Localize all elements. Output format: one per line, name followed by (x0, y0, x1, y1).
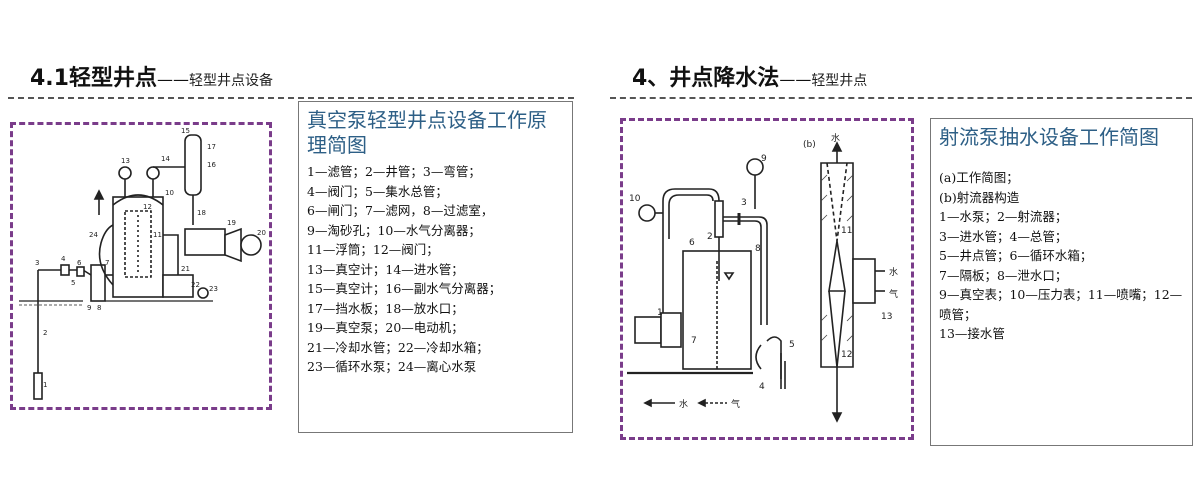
list-item: 9—淘砂孔；10—水气分离器； (307, 222, 481, 238)
label-1: 1 (43, 381, 47, 389)
label-water-bottom: 水 (679, 398, 688, 410)
left-divider (8, 97, 574, 99)
vacuum-pump (184, 228, 226, 256)
label-4: 4 (61, 255, 66, 263)
label-18: 18 (197, 209, 206, 217)
list-item: 13—接水管 (939, 326, 1005, 341)
label-10: 10 (629, 194, 641, 204)
label-20: 20 (257, 229, 266, 237)
label-13: 13 (121, 157, 130, 165)
label-8: 8 (755, 244, 761, 254)
pressure-gauge (638, 204, 656, 222)
label-3: 3 (741, 198, 747, 208)
jet-pump-diagram: (b) 水 水 气 水 气 1 2 3 4 5 6 7 8 9 10 11 12… (627, 132, 898, 423)
main-pipe (723, 216, 768, 325)
inlet-pipe (662, 188, 720, 239)
list-item: 1—水泵；2—射流器； (939, 209, 1068, 224)
right-heading-main: 4、井点降水法 (632, 66, 780, 91)
right-legend-list: (a)工作简图； (b)射流器构造 1—水泵；2—射流器； 3—进水管；4—总管… (939, 168, 1186, 344)
left-heading-sub: 轻型井点设备 (188, 73, 273, 89)
label-3: 3 (35, 259, 39, 267)
left-heading: 4.1轻型井点——轻型井点设备 (30, 60, 273, 92)
label-11: 11 (841, 226, 852, 236)
list-item: 4—阀门；5—集水总管； (307, 183, 448, 199)
list-item: 21—冷却水管；22—冷却水箱； (307, 339, 489, 355)
filter-chamber (90, 264, 106, 302)
list-item: 19—真空泵；20—电动机； (307, 320, 464, 335)
label-16: 16 (207, 161, 216, 169)
list-item: 13—真空计；14—进水管； (307, 261, 464, 277)
list-item: (a)工作简图； (939, 170, 1019, 185)
right-heading: 4、井点降水法——轻型井点 (632, 60, 867, 92)
cooling-water-tank (162, 274, 194, 298)
label-14: 14 (161, 155, 170, 163)
label-b: (b) (803, 140, 816, 150)
electric-motor (240, 234, 262, 256)
label-9: 9 (87, 304, 91, 312)
label-6: 6 (689, 238, 695, 248)
label-13: 13 (881, 312, 892, 322)
label-water-top: 水 (831, 132, 840, 144)
right-divider (610, 97, 1192, 99)
label-2: 2 (43, 329, 47, 337)
label-1: 1 (657, 308, 663, 318)
list-item: 17—挡水板；18—放水口； (307, 300, 464, 316)
label-4: 4 (759, 382, 765, 392)
label-23: 23 (209, 285, 218, 293)
circulation-tank (682, 250, 752, 370)
label-air-side: 气 (889, 288, 898, 300)
left-heading-main: 4.1轻型井点 (30, 66, 157, 91)
label-2: 2 (707, 232, 713, 242)
water-pump (634, 316, 662, 344)
label-5: 5 (789, 340, 795, 350)
list-item: 15—真空计；16—副水气分离器； (307, 281, 502, 296)
right-description-title: 射流泵抽水设备工作简图 (939, 125, 1159, 149)
list-item: 1—滤管；2—井管；3—弯管； (307, 164, 481, 179)
connection-pipe (852, 258, 876, 304)
left-description-title: 真空泵轻型井点设备工作原理简图 (307, 108, 547, 157)
vacuum-pump-wellpoint-diagram: 1 2 3 4 5 6 7 8 9 10 11 12 13 14 15 16 1… (19, 127, 266, 400)
left-figure-frame: 1 2 3 4 5 6 7 8 9 10 11 12 13 14 15 16 1… (10, 122, 272, 410)
jet-ejector (714, 200, 724, 238)
label-5: 5 (71, 279, 75, 287)
left-heading-separator: —— (156, 70, 189, 89)
list-item: 9—真空表；10—压力表；11—喷嘴；12—喷管； (939, 287, 1183, 322)
right-figure-frame: (b) 水 水 气 水 气 1 2 3 4 5 6 7 8 9 10 11 12… (620, 118, 914, 440)
label-air-bottom: 气 (731, 398, 740, 410)
label-7: 7 (105, 259, 109, 267)
label-6: 6 (77, 259, 82, 267)
list-item: 5—井点管；6—循环水箱； (939, 248, 1093, 263)
list-item: (b)射流器构造 (939, 189, 1020, 205)
label-12: 12 (841, 350, 852, 360)
label-7: 7 (691, 336, 697, 346)
right-heading-sub: 轻型井点 (811, 73, 868, 89)
list-item: 11—浮筒；12—阀门； (307, 242, 439, 257)
label-15: 15 (181, 127, 190, 135)
label-8: 8 (97, 304, 101, 312)
label-water-side: 水 (889, 266, 898, 278)
left-description-box: 真空泵轻型井点设备工作原理简图 1—滤管；2—井管；3—弯管； 4—阀门；5—集… (298, 101, 573, 433)
list-item: 3—进水管；4—总管； (939, 228, 1068, 244)
left-legend-list: 1—滤管；2—井管；3—弯管； 4—阀门；5—集水总管； 6—闸门；7—滤网，8… (307, 162, 566, 377)
label-12: 12 (143, 203, 152, 211)
list-item: 6—闸门；7—滤网，8—过滤室， (307, 203, 494, 218)
right-heading-separator: —— (779, 70, 812, 89)
list-item: 7—隔板；8—泄水口； (939, 267, 1068, 283)
label-22: 22 (191, 281, 200, 289)
label-17: 17 (207, 143, 216, 151)
label-11: 11 (153, 231, 162, 239)
label-9: 9 (761, 154, 767, 164)
label-21: 21 (181, 265, 190, 273)
list-item: 23—循环水泵；24—离心水泵 (307, 359, 477, 374)
filter-pipe (33, 372, 43, 400)
label-10: 10 (165, 189, 174, 197)
right-description-box: 射流泵抽水设备工作简图 (a)工作简图； (b)射流器构造 1—水泵；2—射流器… (930, 118, 1193, 446)
secondary-separator (184, 134, 202, 196)
label-19: 19 (227, 219, 236, 227)
label-24: 24 (89, 231, 98, 239)
